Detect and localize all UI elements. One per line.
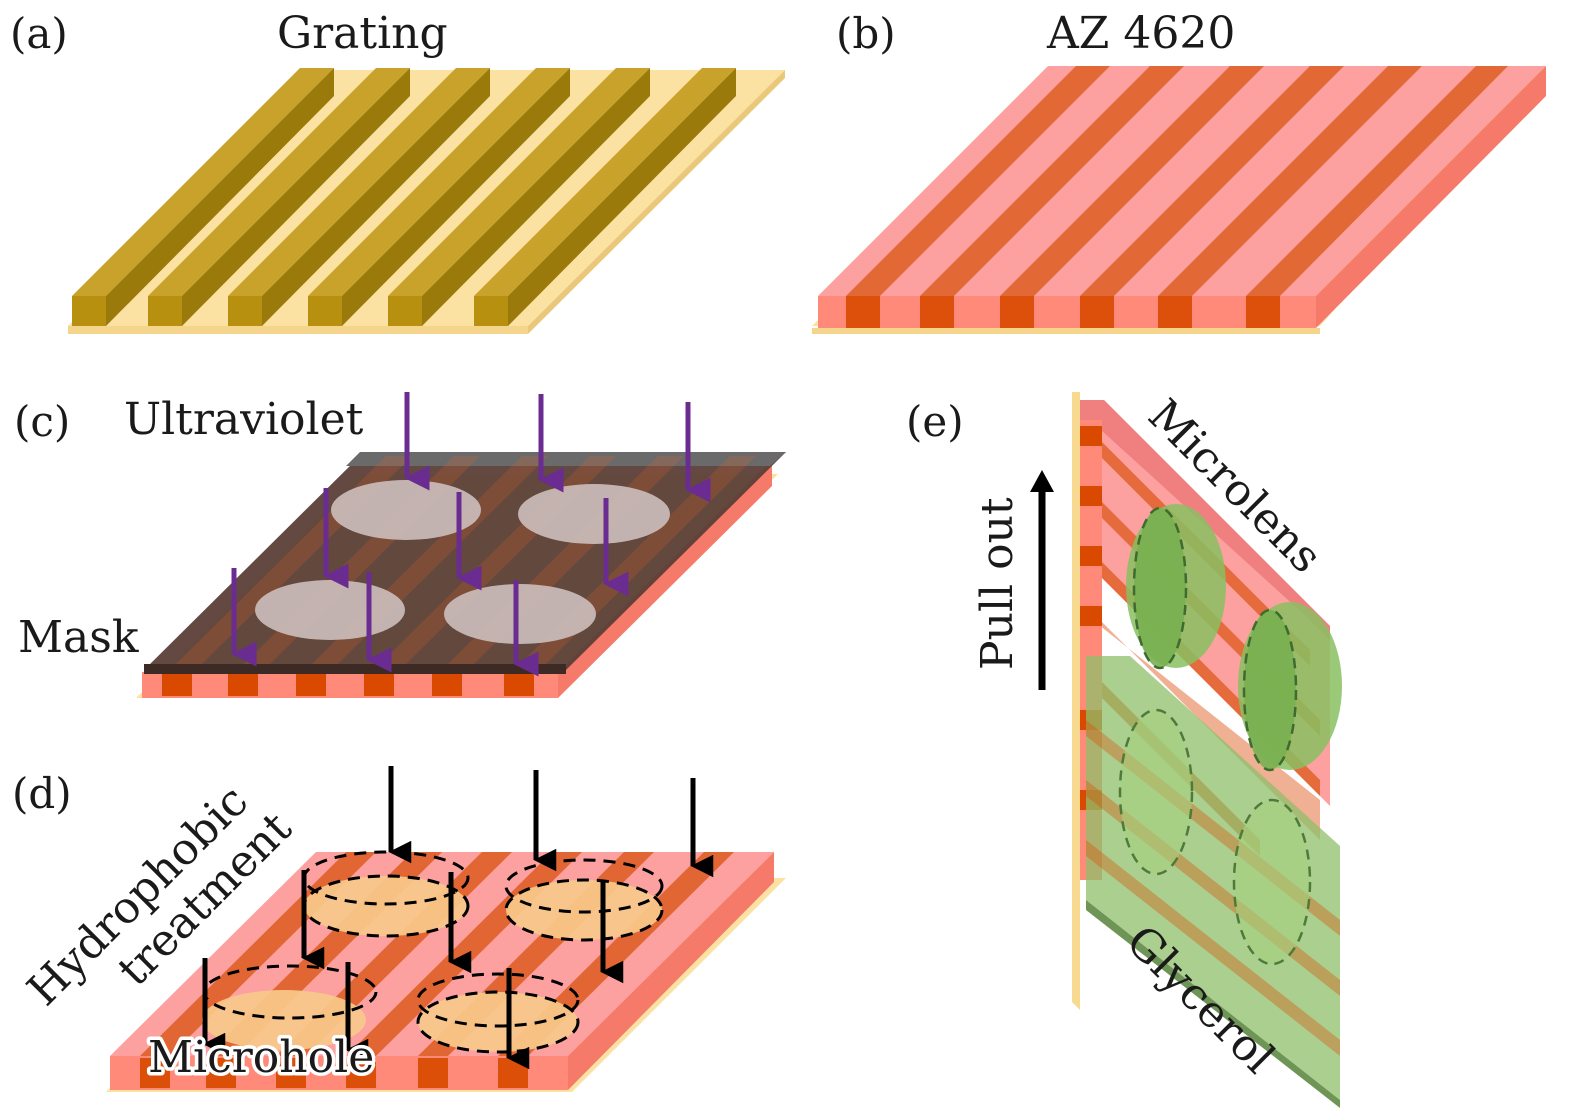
- panel-b-tag: (b): [836, 9, 896, 58]
- grating-bar: [474, 68, 736, 326]
- panel-a-title: Grating: [277, 8, 448, 59]
- resist-ridge: [920, 66, 1184, 328]
- resist-ridge: [1246, 66, 1508, 328]
- panel-b-title: AZ 4620: [1046, 8, 1235, 59]
- grating-bar: [228, 68, 490, 326]
- microlens: [1232, 798, 1312, 966]
- panel-d: (d) Hydrophobic treatment: [12, 766, 786, 1092]
- microlens: [1238, 602, 1342, 772]
- panel-c-title: Ultraviolet: [124, 394, 364, 445]
- mask-window: [255, 580, 405, 640]
- grating-bar: [148, 68, 410, 326]
- panel-e-tag: (e): [906, 397, 964, 446]
- grating-bars: [72, 68, 736, 326]
- grating-bar: [72, 68, 334, 326]
- resist-ridges: [846, 66, 1508, 328]
- grating-bar: [308, 68, 570, 326]
- mask-window: [444, 584, 596, 644]
- mask-window: [518, 484, 670, 544]
- panel-a-tag: (a): [10, 9, 68, 58]
- treatment-arrows: [202, 766, 714, 1070]
- mask-label: Mask: [18, 612, 139, 663]
- microlenses-upper: [1126, 504, 1342, 772]
- microlens: [1118, 708, 1194, 876]
- mask-windows: [255, 480, 670, 644]
- panel-e: (e) Pull out: [906, 390, 1342, 1108]
- vertical-substrate: [1072, 392, 1080, 1010]
- resist-ridge: [1000, 66, 1264, 328]
- microhole-label: Microhole: [148, 1032, 374, 1083]
- grating-bar: [388, 68, 650, 326]
- microhole: [416, 972, 580, 1054]
- resist-ridge: [1158, 66, 1422, 328]
- resist-ridge: [1080, 66, 1344, 328]
- resist-ridge: [846, 66, 1110, 328]
- microlens: [1126, 504, 1226, 670]
- panel-c: (c) Ultraviolet Mask: [14, 392, 786, 698]
- pull-out-label: Pull out: [972, 497, 1023, 670]
- panel-b: (b) AZ 4620: [812, 8, 1546, 334]
- uv-arrows: [231, 392, 711, 677]
- microhole: [504, 858, 664, 942]
- mask-window: [331, 480, 481, 540]
- panel-a: (a) Grating: [10, 8, 785, 334]
- pull-out-arrow: [1030, 470, 1054, 690]
- microlenses-submerged: [1118, 708, 1312, 966]
- panel-c-tag: (c): [14, 397, 70, 446]
- panel-d-tag: (d): [12, 769, 72, 818]
